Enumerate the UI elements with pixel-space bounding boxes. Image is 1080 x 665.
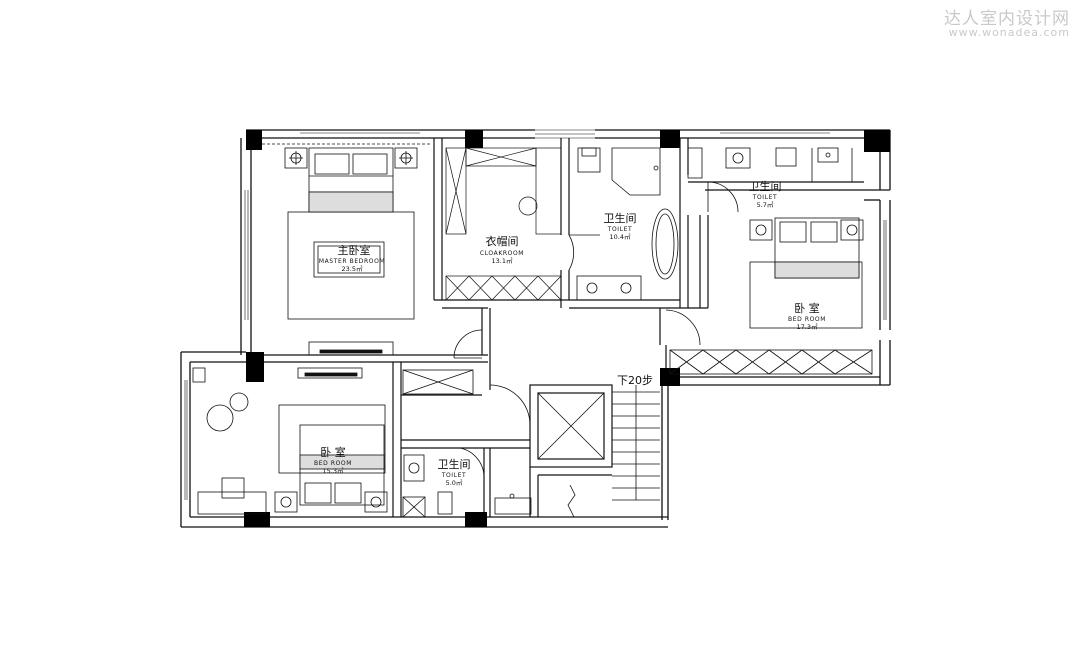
label-bedroom-right-area: 17.3㎡: [797, 322, 818, 331]
label-toilet-right-en: TOILET: [752, 194, 778, 201]
label-toilet-center-area: 10.4㎡: [610, 232, 631, 241]
room-labels: 主卧室 MASTER BEDROOM 23.5㎡ 衣帽间 CLOAKROOM 1…: [314, 179, 826, 487]
label-cloakroom-area: 13.1㎡: [492, 256, 513, 265]
cloakroom-furniture: [445, 147, 562, 301]
watermark-title: 达人室内设计网: [944, 9, 1070, 29]
label-toilet-center-cn: 卫生间: [604, 211, 637, 225]
toilet-right-fixtures: [687, 147, 853, 213]
label-master-bedroom-cn: 主卧室: [338, 243, 371, 257]
toilet-small-fixtures: [402, 369, 532, 518]
columns: [244, 130, 890, 527]
watermark-url: www.wonadea.com: [948, 26, 1070, 39]
label-bedroom-right-en: BED ROOM: [788, 316, 826, 323]
label-bedroom-left-cn: 卧 室: [320, 445, 346, 459]
label-bedroom-right-cn: 卧 室: [794, 301, 820, 315]
windows: [184, 132, 887, 500]
label-toilet-small-area: 5.0㎡: [446, 478, 463, 487]
label-cloakroom-cn: 衣帽间: [486, 234, 519, 248]
label-toilet-small-cn: 卫生间: [438, 457, 471, 471]
stair-note: 下20步: [617, 374, 653, 387]
label-master-bedroom-en: MASTER BEDROOM: [319, 258, 385, 265]
bedroom-right-furniture: [665, 217, 873, 375]
label-cloakroom-en: CLOAKROOM: [480, 250, 524, 257]
label-toilet-small-en: TOILET: [441, 472, 467, 479]
hall-and-stairs: [453, 329, 660, 518]
bedroom-left-furniture: [192, 367, 388, 515]
label-bedroom-left-en: BED ROOM: [314, 460, 352, 467]
label-master-bedroom-area: 23.5㎡: [342, 264, 363, 273]
label-toilet-center-en: TOILET: [607, 226, 633, 233]
toilet-center-fixtures: [568, 147, 679, 301]
label-toilet-right-area: 5.7㎡: [757, 200, 774, 209]
master-bedroom-furniture: [262, 143, 432, 356]
label-toilet-right-cn: 卫生间: [749, 179, 782, 193]
label-bedroom-left-area: 15.3㎡: [323, 466, 344, 475]
